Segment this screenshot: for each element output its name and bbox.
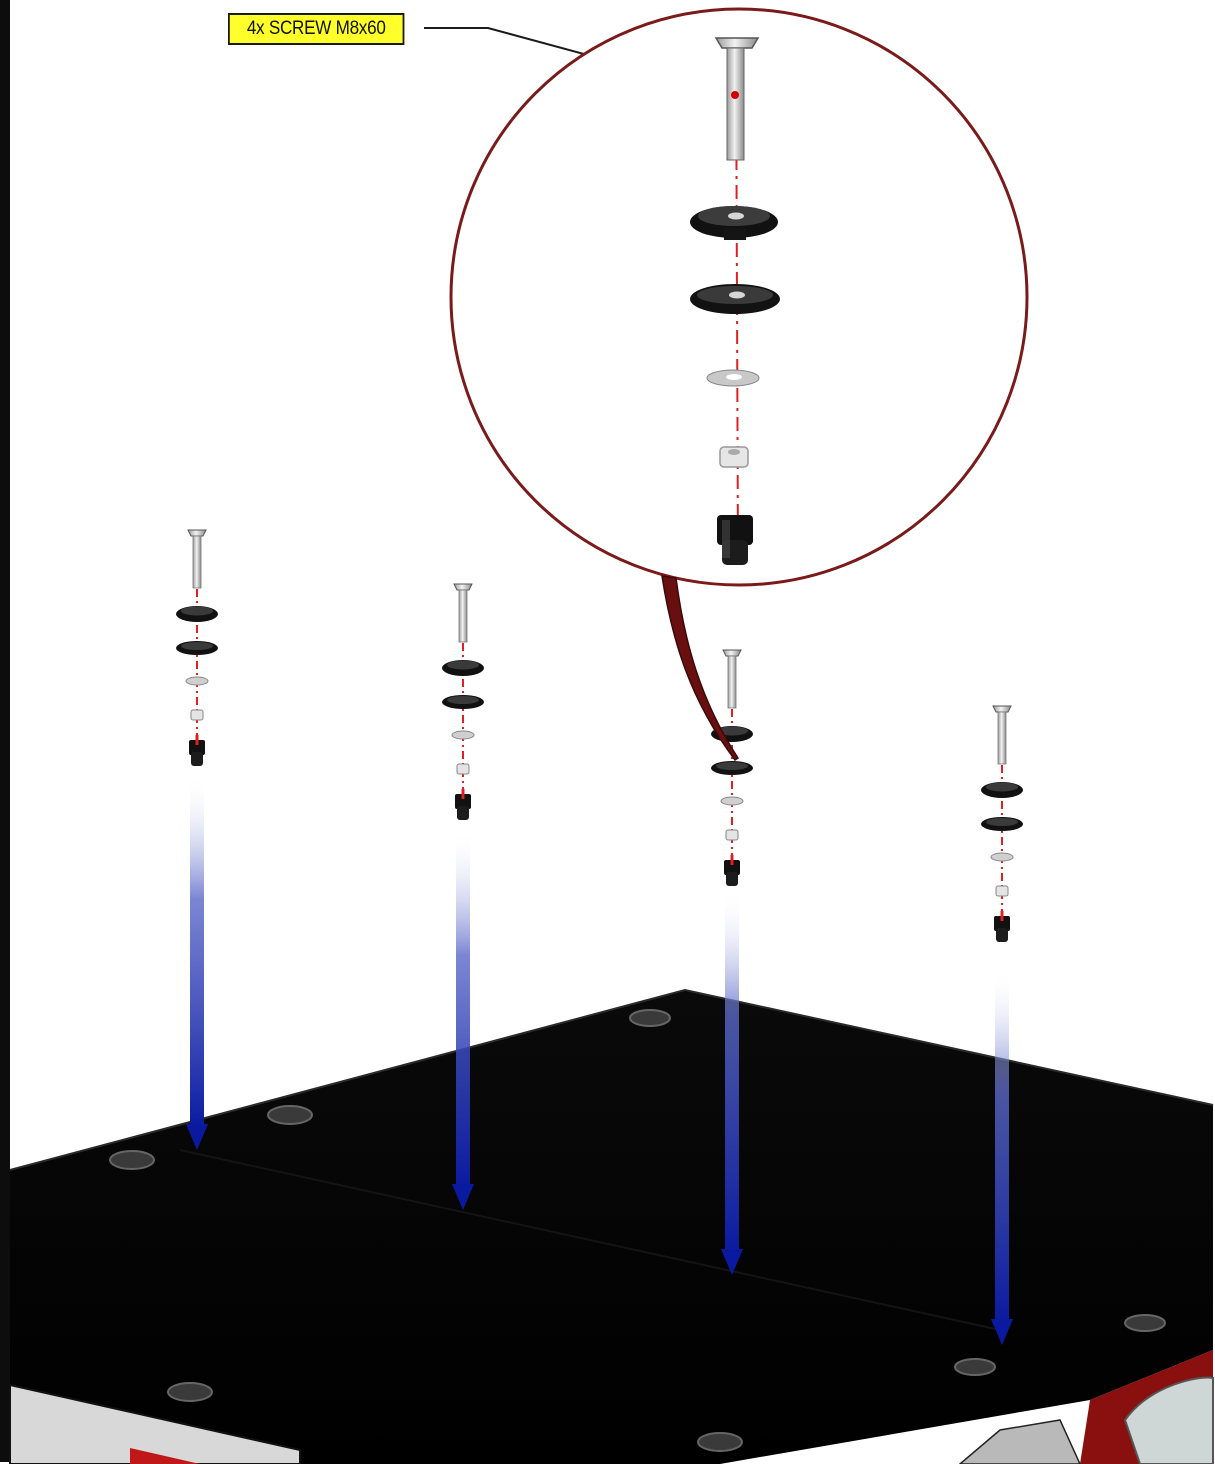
stack-small-washer xyxy=(185,676,209,686)
stack-flanged-washer-top xyxy=(447,660,479,670)
insertion-arrow-head xyxy=(452,1184,474,1210)
callout-label: 4x SCREW M8x60 xyxy=(228,13,405,45)
stack-screw-shank xyxy=(458,589,468,643)
stack-cap-nut-base xyxy=(726,872,738,886)
stack-flanged-washer-top xyxy=(986,782,1018,792)
stack-cap-nut-base xyxy=(996,928,1008,942)
insertion-arrow-head xyxy=(721,1249,743,1275)
insertion-arrow-head xyxy=(186,1124,208,1150)
stack-cap-nut-base xyxy=(191,752,203,766)
stack-cap-nut-mark xyxy=(730,855,734,865)
base-panel xyxy=(9,988,1214,1464)
stack-washer-top xyxy=(447,696,479,704)
insertion-arrow-shaft xyxy=(456,830,470,1188)
panel-top-surface xyxy=(10,990,1213,1464)
stack-nut xyxy=(190,709,204,721)
stack-cap-nut xyxy=(189,740,205,755)
fastener-stack-4 xyxy=(981,705,1023,1345)
insertion-arrow-shaft xyxy=(725,890,739,1253)
fastener-stack-2 xyxy=(442,583,484,1210)
lower-frame-edge xyxy=(9,1383,301,1464)
fastener-stacks xyxy=(176,529,1023,1345)
stack-small-washer xyxy=(990,852,1014,862)
stack-nut xyxy=(456,763,470,775)
stack-small-washer xyxy=(451,730,475,740)
panel-hole xyxy=(629,1009,671,1027)
detail-small-washer xyxy=(706,369,760,387)
stack-small-washer xyxy=(720,796,744,806)
insertion-arrow-head xyxy=(991,1319,1013,1345)
detail-magnifier xyxy=(449,7,1029,762)
detail-cap-nut xyxy=(717,515,753,565)
stack-washer-top xyxy=(181,642,213,650)
stack-screw-head xyxy=(722,649,742,657)
stack-washer-top xyxy=(986,818,1018,826)
fastener-stack-1 xyxy=(176,529,218,1150)
panel-hole xyxy=(697,1432,743,1452)
panel-hole xyxy=(167,1382,213,1402)
lower-frame-red xyxy=(130,1448,200,1464)
stack-screw-shank xyxy=(727,655,737,709)
detail-nut xyxy=(719,446,749,468)
stack-nut xyxy=(725,829,739,841)
detail-connector xyxy=(661,575,740,762)
panel-edge-line xyxy=(9,988,1214,1171)
stack-screw-shank xyxy=(997,711,1007,765)
stack-cap-nut xyxy=(994,916,1010,931)
insertion-arrow-shaft xyxy=(995,970,1009,1323)
detail-screw xyxy=(714,37,760,161)
stack-screw-head xyxy=(453,583,473,591)
detail-washer xyxy=(690,284,780,314)
stack-cap-nut xyxy=(724,860,740,875)
panel-hole xyxy=(1124,1314,1166,1332)
stack-flanged-washer-top xyxy=(181,606,213,616)
stack-cap-nut-mark xyxy=(1000,911,1004,921)
stack-cap-nut xyxy=(455,794,471,809)
stack-screw-head xyxy=(992,705,1012,713)
right-frame-window xyxy=(1123,1376,1214,1464)
panel-hole xyxy=(954,1358,996,1376)
detail-flanged-washer xyxy=(690,206,778,240)
stack-screw-shank xyxy=(192,535,202,589)
stack-cap-nut-mark xyxy=(461,789,465,799)
panel-hole xyxy=(267,1105,313,1125)
stack-cap-nut-mark xyxy=(195,735,199,745)
stack-washer-top xyxy=(716,762,748,770)
stack-nut xyxy=(995,885,1009,897)
stack-screw-head xyxy=(187,529,207,537)
stack-cap-nut-base xyxy=(457,806,469,820)
right-frame-grill xyxy=(958,1419,1081,1464)
panel-crease xyxy=(179,1149,1001,1331)
insertion-arrow-shaft xyxy=(190,775,204,1128)
panel-hole xyxy=(109,1150,155,1170)
